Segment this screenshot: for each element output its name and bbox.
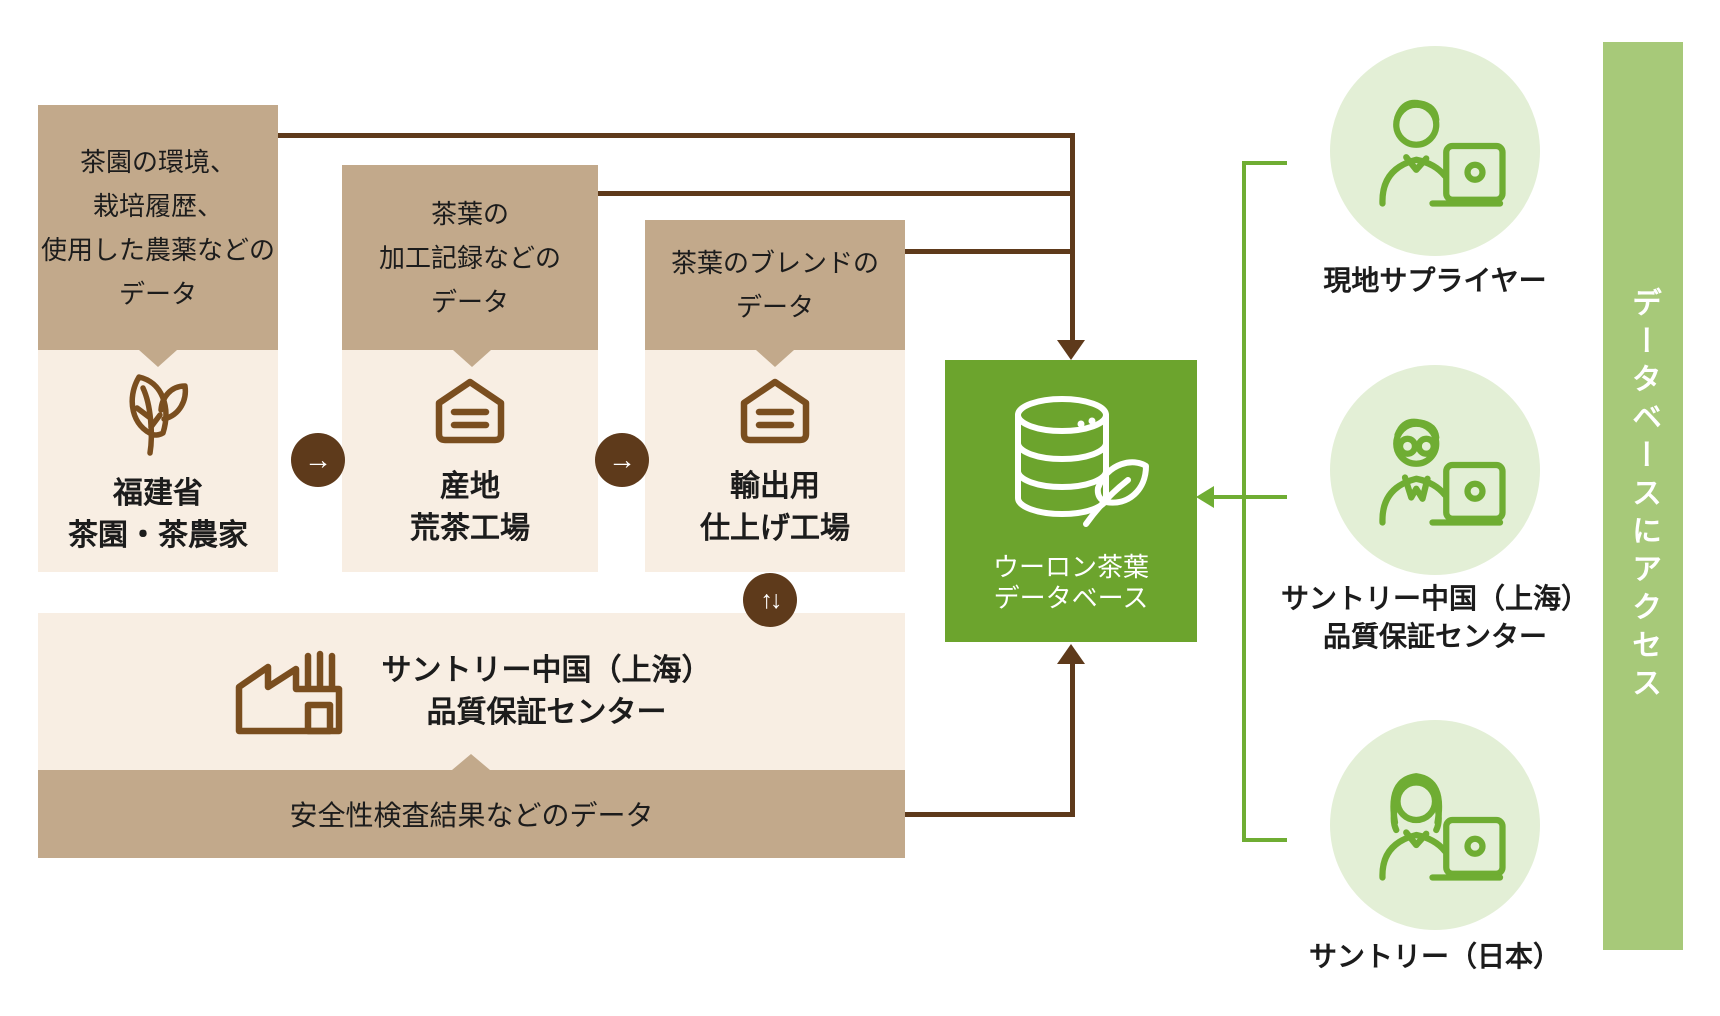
access-stub-bottom	[1242, 838, 1287, 842]
qc-center-box: サントリー中国（上海） 品質保証センター	[38, 613, 905, 770]
access-vertical-line	[1242, 161, 1246, 842]
source3-data-bubble: 茶葉のブレンドの データ	[645, 220, 905, 350]
factory-icon	[232, 647, 346, 737]
up-arrow-glyph: ↑	[760, 585, 773, 614]
connector-db-top-vertical	[1070, 133, 1075, 340]
database-box: ウーロン茶葉 データベース	[945, 360, 1197, 642]
qc-strip-tail	[452, 754, 490, 770]
source3-data-label: 茶葉のブレンドの データ	[670, 248, 879, 322]
right-arrow-glyph: →	[304, 444, 332, 475]
user3-label: サントリー（日本）	[1308, 941, 1561, 972]
source2-entity-name: 産地 荒茶工場	[410, 470, 530, 545]
warehouse-icon	[731, 372, 819, 450]
woman-laptop-icon	[1360, 765, 1510, 885]
source2-entity-box: 産地 荒茶工場	[342, 350, 598, 572]
access-arrow-line	[1214, 495, 1287, 499]
source1-entity-name: 福建省 茶園・茶農家	[68, 477, 248, 552]
qc-data-strip: 安全性検査結果などのデータ	[38, 770, 905, 858]
database-access-banner-label: データベースにアクセス	[1627, 287, 1660, 705]
user3-avatar	[1330, 720, 1540, 930]
connector-source1-db	[278, 133, 1075, 138]
man-laptop-icon	[1360, 91, 1510, 211]
user2-label: サントリー中国（上海） 品質保証センター	[1280, 583, 1589, 652]
warehouse-icon	[426, 372, 514, 450]
source1-bubble-tail	[139, 350, 177, 367]
user1-label: 現地サプライヤー	[1323, 265, 1547, 296]
database-leaf-icon	[1000, 388, 1152, 548]
user1-avatar	[1330, 46, 1540, 256]
database-name: ウーロン茶葉 データベース	[992, 552, 1149, 613]
arrowhead-into-db-bottom	[1057, 644, 1085, 664]
flow-arrow-icon: →	[595, 433, 649, 487]
connector-qc-db-vertical	[1070, 664, 1075, 815]
arrowhead-into-db-top	[1057, 340, 1085, 360]
source3-entity-box: 輸出用 仕上げ工場	[645, 350, 905, 572]
connector-source3-db	[905, 249, 1075, 254]
source3-entity-name: 輸出用 仕上げ工場	[700, 470, 850, 545]
exchange-arrow-icon: ↑↓	[743, 573, 797, 627]
qc-data-label: 安全性検査結果などのデータ	[289, 800, 654, 831]
user2-avatar	[1330, 365, 1540, 575]
source2-data-label: 茶葉の 加工記録などの データ	[378, 198, 561, 317]
leaf-icon	[114, 365, 202, 457]
arrowhead-into-db-right	[1196, 486, 1214, 508]
source1-data-label: 茶園の環境、 栽培履歴、 使用した農薬などの データ	[40, 146, 275, 309]
source1-entity-box: 福建省 茶園・茶農家	[38, 350, 278, 572]
source3-bubble-tail	[756, 350, 794, 367]
connector-qc-db-horizontal	[905, 812, 1075, 817]
source2-bubble-tail	[453, 350, 491, 367]
connector-source2-db	[598, 191, 1075, 196]
down-arrow-glyph: ↓	[770, 585, 782, 614]
source1-data-bubble: 茶園の環境、 栽培履歴、 使用した農薬などの データ	[38, 105, 278, 350]
database-access-banner: データベースにアクセス	[1603, 42, 1683, 950]
right-arrow-glyph: →	[608, 444, 636, 475]
flow-arrow-icon: →	[291, 433, 345, 487]
researcher-laptop-icon	[1360, 410, 1510, 530]
source2-data-bubble: 茶葉の 加工記録などの データ	[342, 165, 598, 350]
access-stub-top	[1242, 161, 1287, 165]
qc-center-name: サントリー中国（上海） 品質保証センター	[381, 653, 712, 729]
